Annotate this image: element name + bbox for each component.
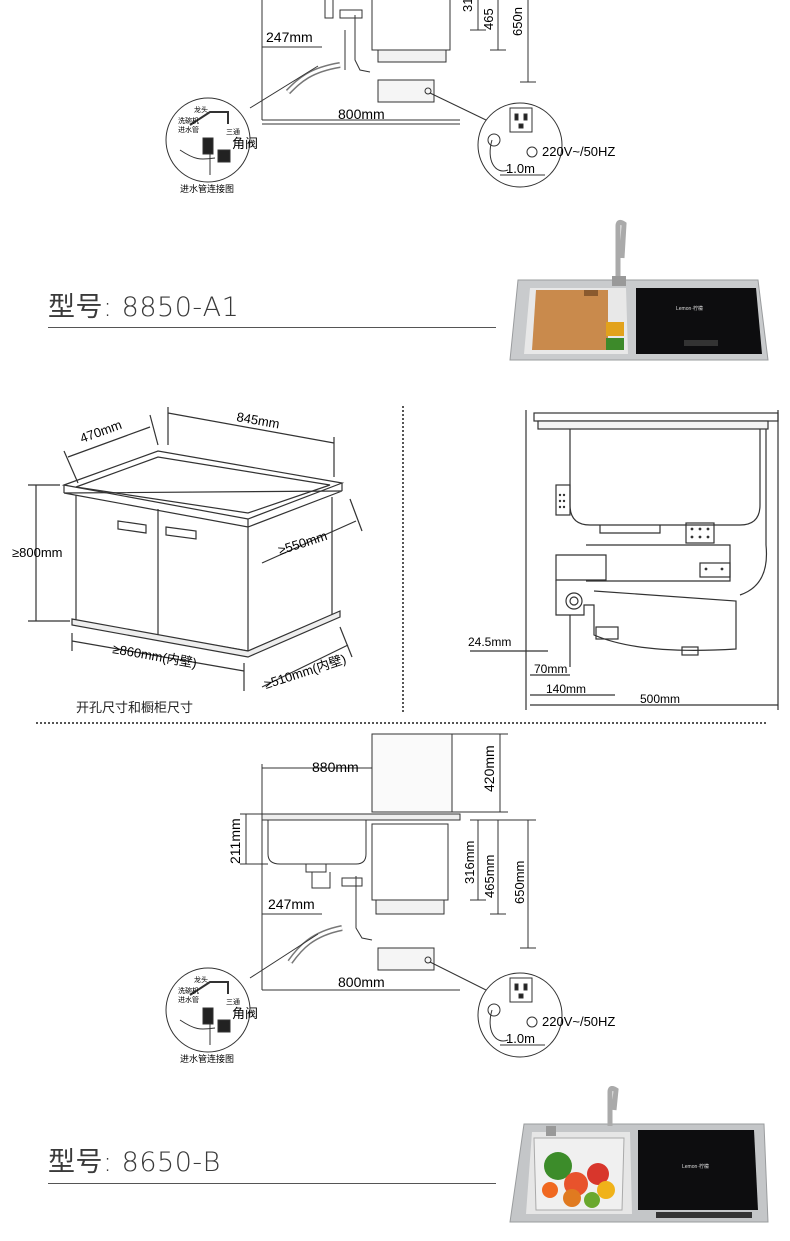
cabinet-caption: 开孔尺寸和橱柜尺寸 bbox=[76, 700, 194, 715]
inset-dishwasher-label: 洗碗机 bbox=[178, 116, 199, 125]
installation-drawing-bottom: 880mm 420mm 211mm 316mm 465mm 650mm 247m… bbox=[165, 733, 615, 1064]
dim-800: 800mm bbox=[338, 106, 385, 122]
dim-465: 465mm bbox=[482, 855, 497, 898]
power-spec: 220V~/50HZ bbox=[542, 1014, 615, 1029]
power-spec: 220V~/50HZ bbox=[542, 144, 615, 159]
inset-caption: 进水管连接图 bbox=[180, 183, 234, 194]
dim-211: 211mm bbox=[227, 818, 243, 864]
cabinet-dim-845: 845mm bbox=[235, 409, 280, 431]
cabinet-dim-550: ≥550mm bbox=[276, 528, 329, 558]
inset-valve-label: 角阀 bbox=[232, 136, 258, 151]
cabinet-dim-800: ≥800mm bbox=[12, 545, 62, 560]
inset-tee-label: 三通 bbox=[226, 997, 240, 1006]
installation-drawing-top: 31 465 650n 247mm 800mm 220V~/50HZ 1.0m … bbox=[165, 0, 615, 194]
inset-tee-label: 三通 bbox=[226, 127, 240, 136]
inset-inlet-label: 进水管 bbox=[178, 125, 199, 134]
dim-420: 420mm bbox=[481, 745, 497, 792]
dim-650: 650mm bbox=[512, 861, 527, 904]
inset-faucet-label: 龙头 bbox=[194, 975, 208, 984]
model-b-rule bbox=[48, 1183, 496, 1184]
inset-faucet-label: 龙头 bbox=[194, 105, 208, 114]
section-divider-horizontal bbox=[36, 722, 766, 724]
dim-650: 650n bbox=[510, 7, 525, 36]
cabinet-dim-470: 470mm bbox=[78, 417, 124, 446]
model-title-a1: 型号: 8850-A1 bbox=[48, 292, 240, 323]
dim-880: 880mm bbox=[312, 759, 359, 775]
dim-316: 316mm bbox=[462, 841, 477, 884]
side-dim-245: 24.5mm bbox=[468, 635, 511, 649]
side-dim-140: 140mm bbox=[546, 682, 586, 696]
product-b-brand: Lemon·柠檬 bbox=[682, 1163, 709, 1170]
cabinet-dim-510: ≥510mm(内壁) bbox=[262, 651, 348, 692]
side-view-drawing: 24.5mm 70mm 140mm 500mm bbox=[468, 410, 779, 710]
dim-247: 247mm bbox=[268, 896, 315, 912]
inset-valve-label: 角阀 bbox=[232, 1006, 258, 1021]
inset-dishwasher-label: 洗碗机 bbox=[178, 986, 199, 995]
dim-31: 31 bbox=[460, 0, 475, 12]
cabinet-drawing: 470mm 845mm ≥800mm ≥550mm ≥860mm(内壁) ≥51… bbox=[12, 407, 363, 692]
section-divider-vertical bbox=[402, 406, 404, 712]
inset-inlet-label: 进水管 bbox=[178, 995, 199, 1004]
dim-465: 465 bbox=[481, 8, 496, 30]
dim-800: 800mm bbox=[338, 974, 385, 990]
cable-length: 1.0m bbox=[506, 1031, 535, 1046]
side-dim-70: 70mm bbox=[534, 662, 567, 676]
product-photo-b: Lemon·柠檬 bbox=[509, 1086, 769, 1223]
side-dim-500: 500mm bbox=[640, 692, 680, 706]
product-a1-brand: Lemon·柠檬 bbox=[676, 305, 703, 312]
product-photo-a1: Lemon·柠檬 bbox=[509, 219, 769, 361]
model-a1-rule bbox=[48, 327, 496, 328]
inset-caption: 进水管连接图 bbox=[180, 1053, 234, 1064]
model-title-b: 型号: 8650-B bbox=[48, 1147, 221, 1178]
cable-length: 1.0m bbox=[506, 161, 535, 176]
dim-247: 247mm bbox=[266, 29, 313, 45]
